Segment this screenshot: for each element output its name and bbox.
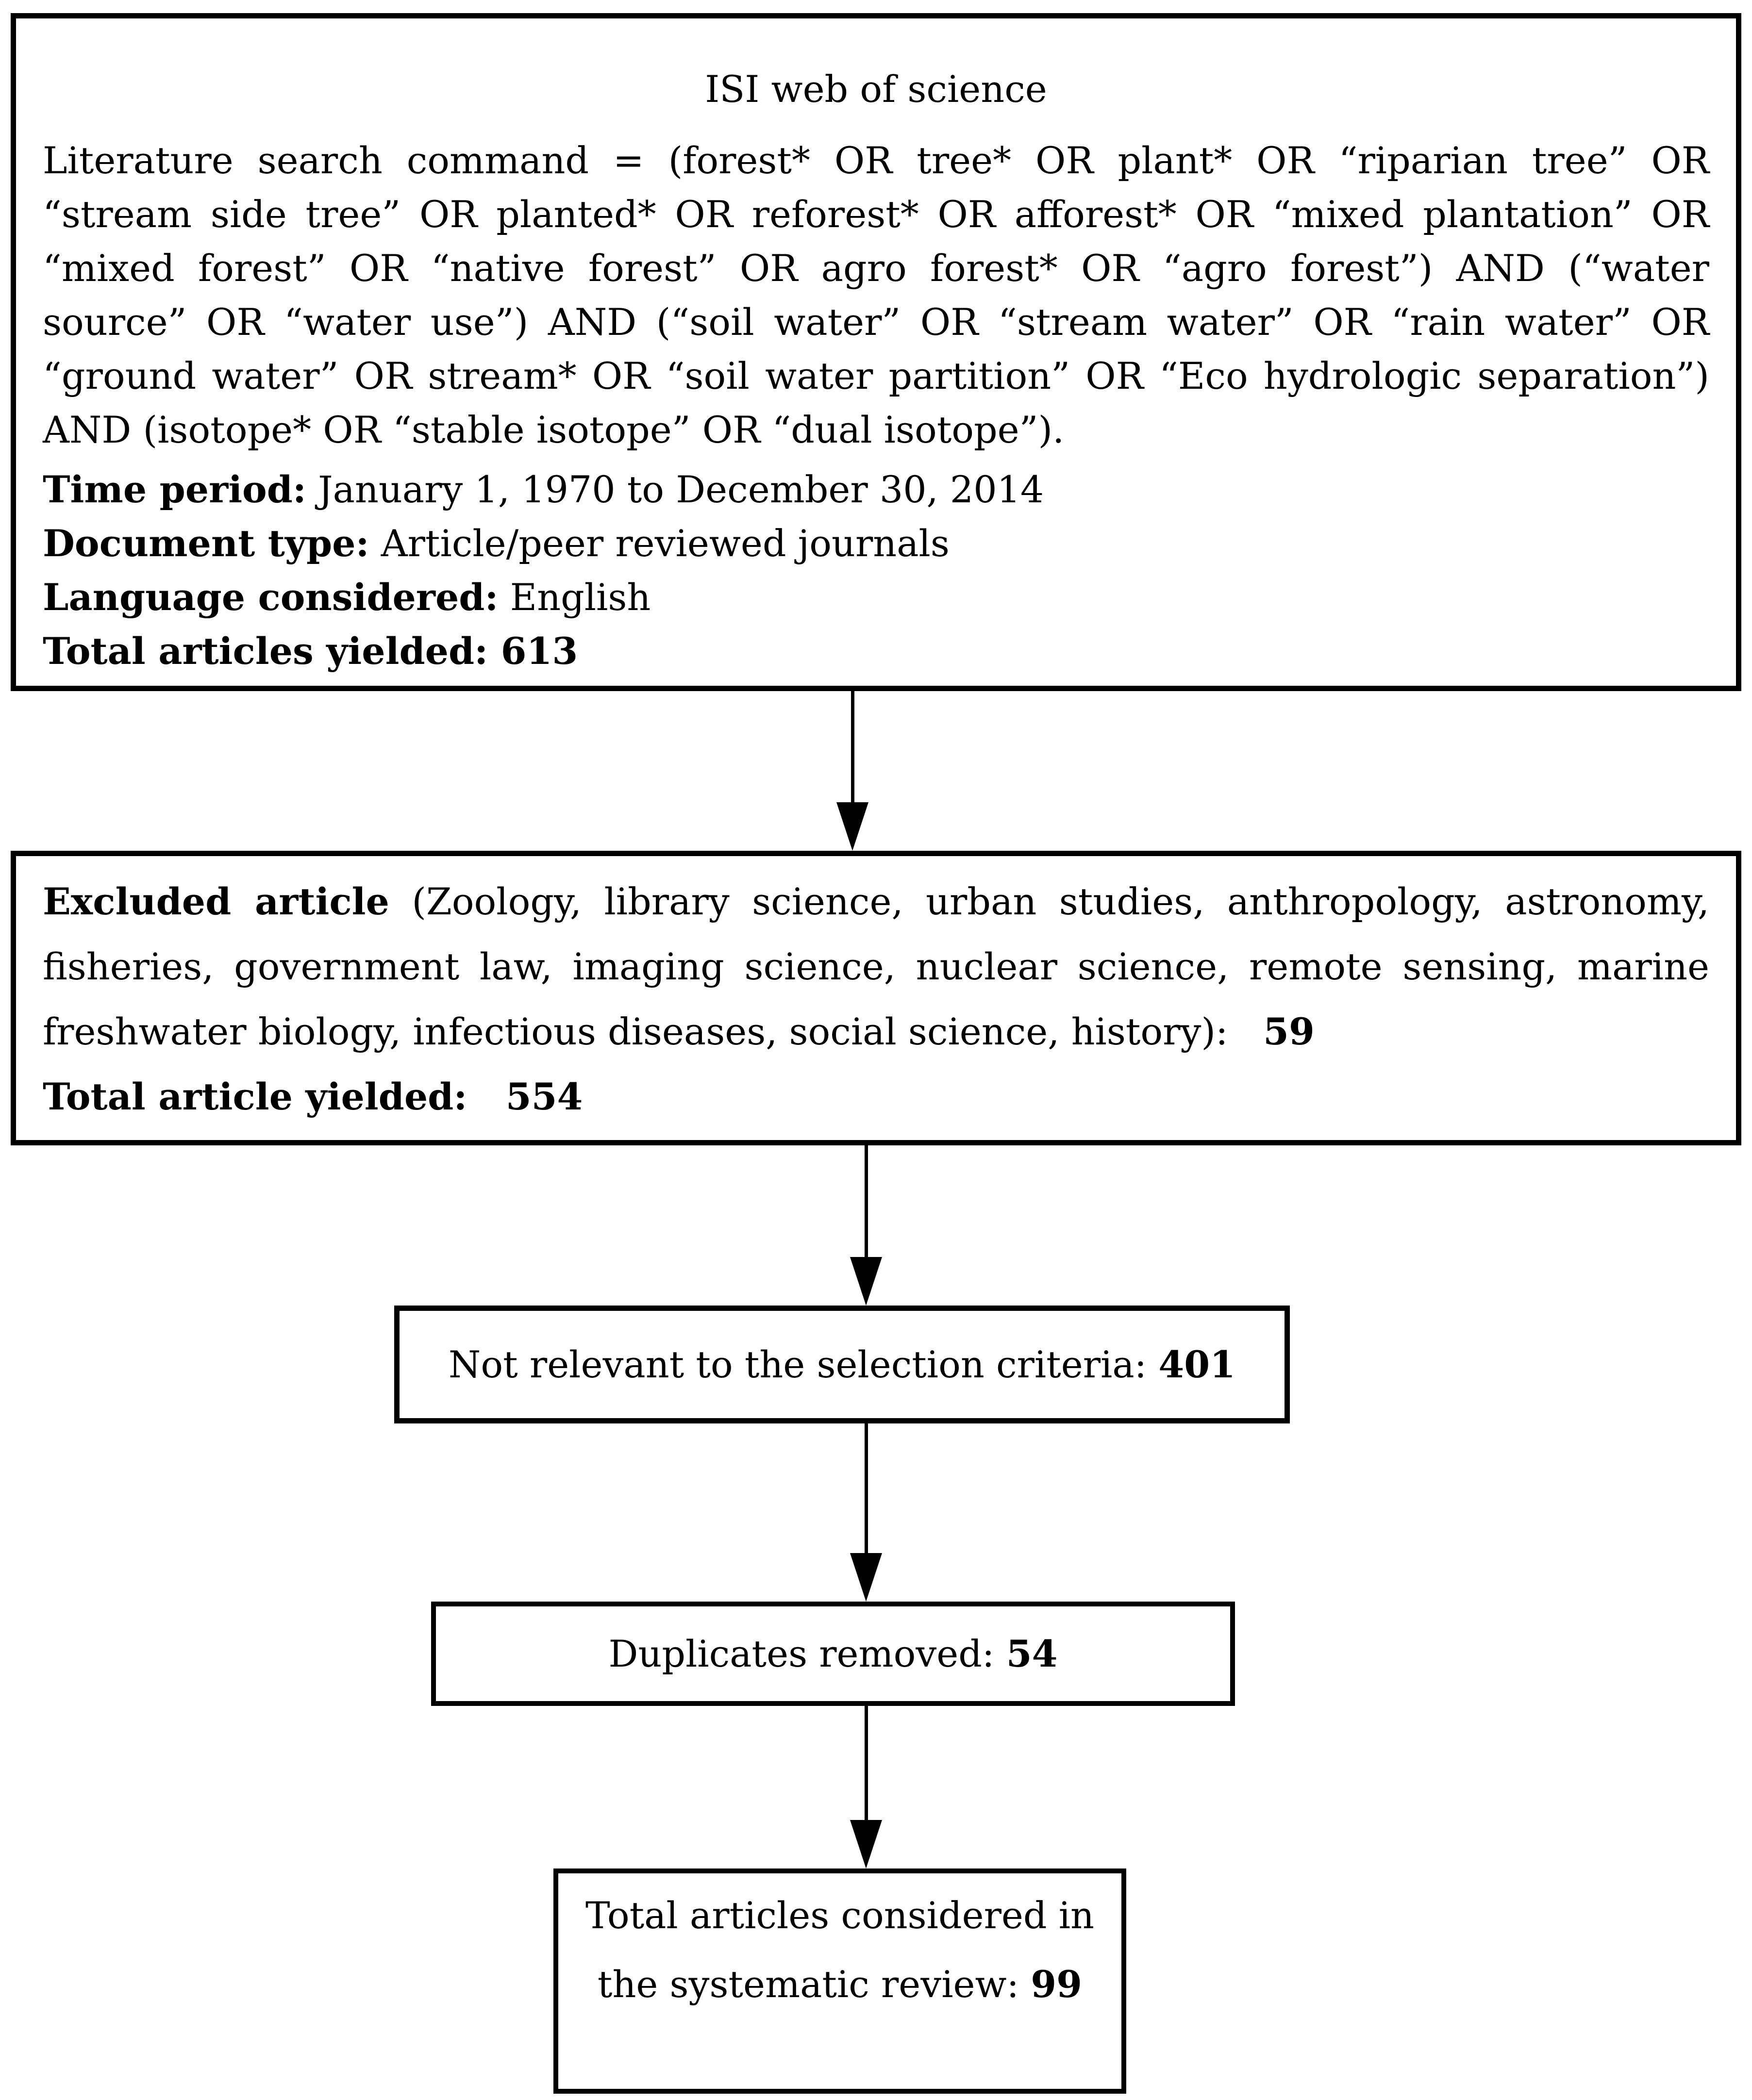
excluded-articles-box: Excluded article (Zoology, library scien… (11, 851, 1741, 1145)
not-relevant-line: Not relevant to the selection criteria: … (449, 1343, 1235, 1386)
time-period-line: Time period: January 1, 1970 to December… (43, 463, 1709, 516)
language-value: English (498, 576, 651, 619)
total-article-yielded-line: Total article yielded: 554 (43, 1075, 583, 1118)
excluded-paragraph: Excluded article (Zoology, library scien… (43, 869, 1709, 1064)
total-considered-box: Total articles considered in the systema… (553, 1869, 1126, 2094)
total-yield-label: Total articles yielded: 613 (43, 629, 578, 673)
down-arrow-icon (850, 1145, 882, 1306)
search-meta-block: Time period: January 1, 1970 to December… (43, 463, 1709, 678)
arrow-head-icon (850, 1553, 882, 1602)
excluded-label: Excluded article (43, 880, 389, 923)
total-considered-count: 99 (1031, 1963, 1083, 2006)
down-arrow-icon (850, 1706, 882, 1869)
total-considered-line-2: the systematic review: 99 (558, 1950, 1121, 2019)
duplicates-count: 54 (1006, 1632, 1058, 1675)
total-considered-text: the systematic review: (597, 1963, 1031, 2006)
not-relevant-text: Not relevant to the selection criteria: (448, 1343, 1159, 1386)
arrow-head-icon (850, 1820, 882, 1869)
total-yield-line: Total articles yielded: 613 (43, 624, 1709, 678)
duplicates-text: Duplicates removed: (608, 1632, 1006, 1675)
time-period-label: Time period: (43, 468, 306, 511)
database-title: ISI web of science (705, 67, 1047, 111)
arrow-head-icon (836, 802, 868, 851)
not-relevant-count: 401 (1158, 1343, 1236, 1386)
excluded-count: 59 (1263, 1010, 1315, 1053)
language-label: Language considered: (43, 576, 499, 619)
arrow-head-icon (850, 1257, 882, 1306)
duplicates-removed-box: Duplicates removed: 54 (431, 1602, 1235, 1706)
search-command-text: Literature search command = (forest* OR … (43, 139, 1709, 451)
arrow-shaft (864, 1706, 868, 1820)
document-type-value: Article/peer reviewed journals (369, 522, 950, 565)
database-search-box: ISI web of science Literature search com… (11, 13, 1741, 691)
time-period-value: January 1, 1970 to December 30, 2014 (306, 468, 1044, 511)
duplicates-line: Duplicates removed: 54 (609, 1632, 1058, 1675)
down-arrow-icon (836, 691, 868, 851)
language-line: Language considered: English (43, 570, 1709, 624)
not-relevant-box: Not relevant to the selection criteria: … (394, 1306, 1290, 1423)
search-command-paragraph: Literature search command = (forest* OR … (43, 133, 1709, 457)
down-arrow-icon (850, 1423, 882, 1602)
arrow-shaft (864, 1423, 868, 1553)
excluded-text: (Zoology, library science, urban studies… (43, 880, 1709, 1053)
total-considered-line-1: Total articles considered in (585, 1894, 1094, 1937)
arrow-shaft (851, 691, 854, 802)
arrow-shaft (864, 1145, 868, 1257)
document-type-label: Document type: (43, 522, 369, 565)
document-type-line: Document type: Article/peer reviewed jou… (43, 516, 1709, 570)
